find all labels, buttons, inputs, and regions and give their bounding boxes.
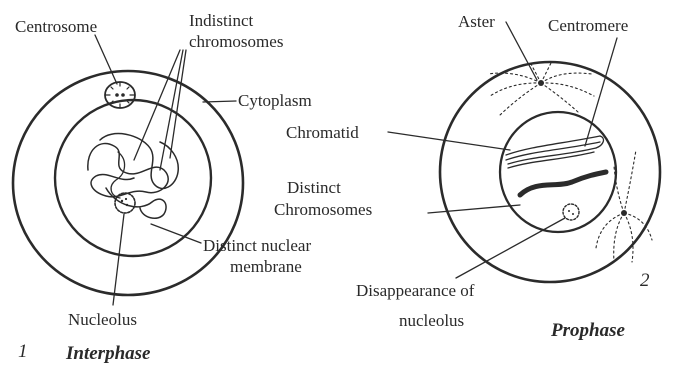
label-chromatid: Chromatid	[286, 123, 359, 142]
interphase-centrosome	[105, 82, 135, 108]
label-nuclear-membrane-line2: membrane	[230, 257, 302, 276]
leader-centromere	[585, 38, 617, 146]
label-disappearance-line1: Disappearance of	[356, 281, 475, 300]
label-nuclear-membrane-line1: Distinct nuclear	[203, 236, 311, 255]
figure-1-number: 1	[18, 341, 28, 362]
label-indistinct-line1: Indistinct	[189, 11, 253, 30]
label-nucleolus: Nucleolus	[68, 310, 137, 329]
leader-centrosome	[95, 35, 117, 84]
distinct-chromosome	[520, 172, 606, 195]
leader-disappearance	[456, 218, 565, 278]
label-distinct-line2: Chromosomes	[274, 200, 372, 219]
prophase-cell: Aster Centromere Chromatid Distinct Chro…	[274, 12, 660, 341]
label-centrosome: Centrosome	[15, 17, 97, 36]
interphase-nucleolus	[115, 193, 135, 213]
label-cytoplasm: Cytoplasm	[238, 91, 312, 110]
interphase-cell: Centrosome Indistinct chromosomes Cytopl…	[13, 11, 312, 364]
leader-distinct-chromosomes	[428, 205, 520, 213]
figure-2-number: 2	[640, 270, 650, 291]
label-distinct-line1: Distinct	[287, 178, 341, 197]
label-centromere: Centromere	[548, 16, 628, 35]
aster-bottom	[596, 150, 652, 262]
leader-aster	[506, 22, 537, 80]
aster-top	[488, 61, 594, 115]
chromatid-pair	[506, 136, 603, 168]
label-aster: Aster	[458, 12, 495, 31]
label-indistinct-line2: chromosomes	[189, 32, 283, 51]
label-disappearance-line2: nucleolus	[399, 311, 464, 330]
leader-chromatid	[388, 132, 510, 150]
leader-nucleolus	[113, 214, 124, 305]
prophase-cell-membrane	[440, 62, 660, 282]
figure-2-caption: Prophase	[550, 320, 625, 341]
interphase-cell-membrane	[13, 71, 243, 295]
figure-1-caption: Interphase	[65, 343, 151, 364]
